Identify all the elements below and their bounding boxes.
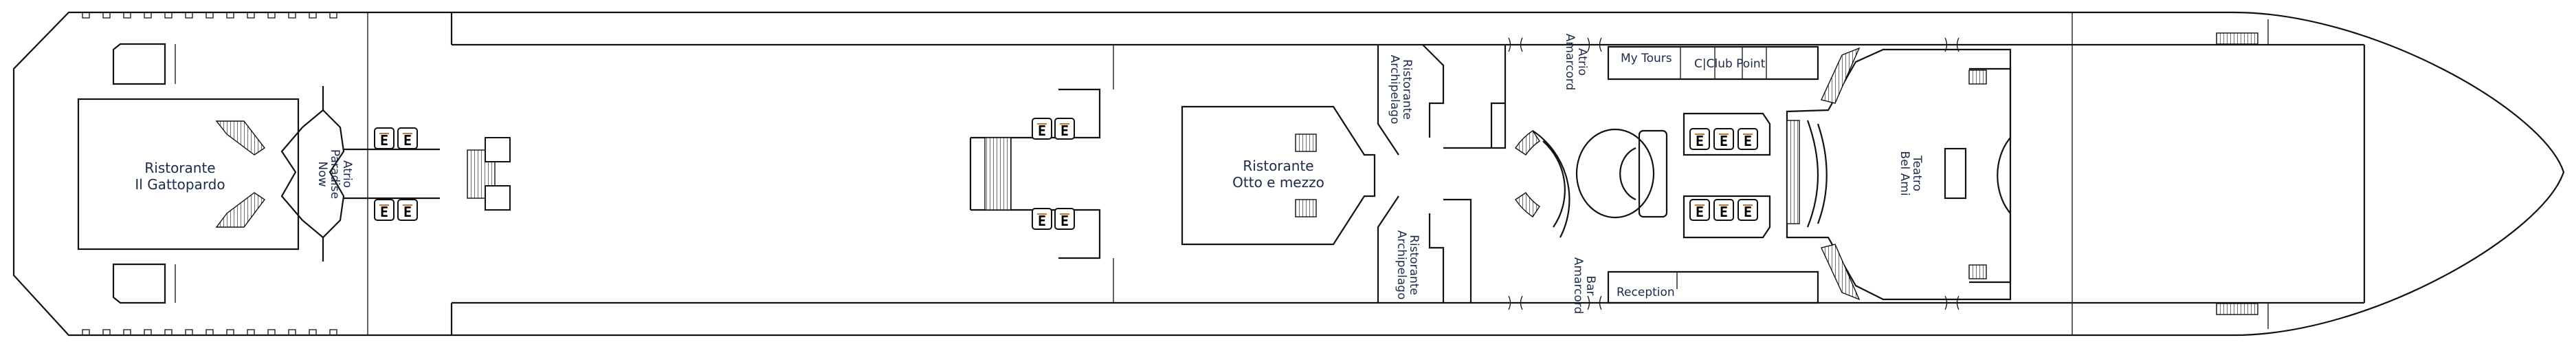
ristorante-archipelago-bottom[interactable]: Ristorante Archipelago (1377, 195, 1445, 303)
hull-outline (12, 11, 2565, 337)
elevator-icon[interactable] (397, 199, 418, 221)
stairs-icon (1821, 244, 1861, 301)
aft-elevator-bank (344, 127, 511, 221)
elevator-icon[interactable] (1713, 199, 1734, 221)
stairs-icon (1821, 47, 1861, 104)
club-point-label[interactable]: C|Club Point (1694, 57, 1766, 71)
ristorante-il-gattopardo[interactable]: Ristorante Il Gattopardo (77, 98, 300, 251)
elevator-icon[interactable] (1689, 199, 1710, 221)
mid-elevator-bank (969, 45, 1114, 303)
elevator-icon[interactable] (1737, 128, 1758, 150)
gattopardo-label-2: Il Gattopardo (135, 176, 225, 193)
bow-stairs (2216, 32, 2258, 315)
bar-amarcord-label-2: Amarcord (1571, 257, 1585, 314)
elevator-icon[interactable] (1054, 118, 1075, 140)
stairs-icon (1295, 134, 1317, 152)
teatro-label-2: Bel Ami (1898, 151, 1911, 195)
archipelago-top-label-1: Ristorante (1400, 59, 1414, 120)
promenade-doors (1508, 37, 1959, 310)
stairs-icon (1515, 130, 1540, 156)
gattopardo-label-1: Ristorante (144, 160, 215, 176)
stern-rooms (112, 43, 176, 304)
stairs-icon (984, 137, 1012, 211)
paradise-label-1: Atrio (340, 160, 354, 188)
archipelago-bottom-label-1: Ristorante (1407, 235, 1421, 295)
office-row-top (1607, 45, 1819, 81)
stairs-icon (1968, 70, 1987, 85)
atrio-paradise-now[interactable]: Atrio Paradise Now (280, 86, 354, 262)
stern-cleats (82, 12, 337, 335)
reception-label: Reception (1617, 286, 1675, 299)
my-tours-label[interactable]: My Tours (1621, 52, 1672, 65)
atrio-amarcord[interactable]: Atrio Amarcord (1515, 34, 1589, 238)
teatro-label-1: Teatro (1910, 155, 1924, 191)
paradise-label-3: Now (315, 161, 329, 187)
elevator-icon[interactable] (1032, 208, 1052, 230)
elevator-icon[interactable] (1737, 199, 1758, 221)
bar-amarcord-label-1: Bar (1584, 275, 1597, 295)
otto-label-1: Ristorante (1243, 158, 1313, 174)
otto-label-2: Otto e mezzo (1232, 174, 1324, 191)
stairs-icon (1786, 120, 1800, 224)
stairs-icon (1968, 264, 1987, 279)
archipelago-top-label-2: Archipelago (1388, 55, 1401, 125)
stairs-icon (1515, 192, 1540, 217)
stairs-icon (2216, 303, 2258, 315)
forward-elevator-bank (1683, 112, 1771, 239)
bar-amarcord[interactable]: Bar Amarcord (1571, 128, 1668, 314)
elevator-icon[interactable] (1689, 128, 1710, 150)
ristorante-archipelago-top[interactable]: Ristorante Archipelago (1377, 44, 1445, 156)
paradise-label-2: Paradise (328, 149, 342, 199)
elevator-icon[interactable] (1054, 208, 1075, 230)
elevator-icon[interactable] (397, 127, 418, 149)
elevator-icon[interactable] (1713, 128, 1734, 150)
atrio-amarcord-label-2: Amarcord (1563, 34, 1577, 90)
teatro-bel-ami[interactable]: Teatro Bel Ami (1786, 47, 2012, 301)
atrio-amarcord-label-1: Atrio (1575, 48, 1589, 76)
elevator-icon[interactable] (374, 199, 395, 221)
archipelago-bottom-label-2: Archipelago (1395, 231, 1408, 300)
stairs-icon (1295, 199, 1317, 217)
elevator-icon[interactable] (374, 127, 395, 149)
ristorante-otto-e-mezzo[interactable]: Ristorante Otto e mezzo (1181, 105, 1376, 246)
stairs-icon (2216, 32, 2258, 45)
corridor-walls (1443, 45, 1507, 303)
elevator-icon[interactable] (1032, 118, 1052, 140)
reception[interactable]: Reception (1607, 270, 1819, 304)
